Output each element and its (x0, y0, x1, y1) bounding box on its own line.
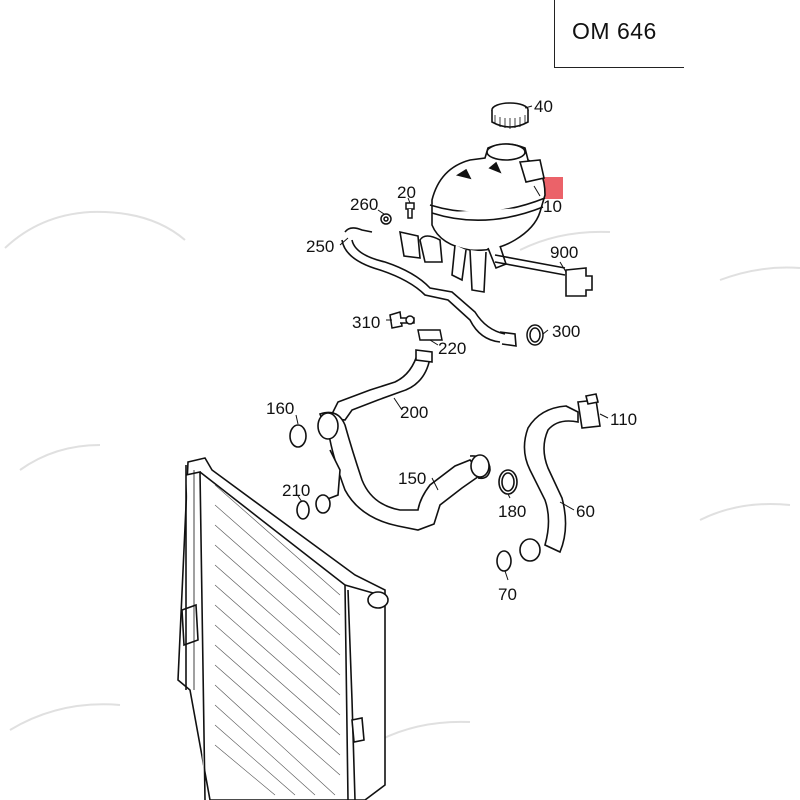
hose-150 (315, 411, 491, 531)
callout-10: 10 (543, 197, 562, 216)
clamp-300 (526, 324, 544, 346)
washer-260 (380, 213, 392, 225)
bracket-900 (565, 267, 593, 297)
callout-900: 900 (550, 243, 579, 262)
engine-code-label: OM 646 (572, 18, 657, 44)
callout-310: 310 (352, 313, 381, 332)
hose-60 (519, 405, 579, 562)
callout-70: 70 (498, 585, 517, 604)
callout-40: 40 (534, 97, 553, 116)
seal-ring-210 (296, 500, 310, 520)
clamp-220 (417, 329, 443, 341)
callout-160: 160 (266, 399, 295, 418)
callout-220: 220 (438, 339, 467, 358)
radiator-core-fins (214, 484, 341, 796)
callout-110: 110 (610, 410, 638, 429)
cap-40 (491, 102, 529, 129)
hose-250 (341, 227, 517, 347)
watermark-logos (4, 210, 800, 741)
callout-200: 200 (400, 403, 429, 422)
callout-250: 250 (306, 237, 335, 256)
callout-20: 20 (397, 183, 416, 202)
clamp-180 (498, 469, 518, 495)
callout-260: 260 (350, 195, 379, 214)
hose-200 (328, 349, 433, 421)
callout-210: 210 (282, 481, 311, 500)
callout-60: 60 (576, 502, 595, 521)
leader-lines (295, 105, 609, 581)
bolt-310 (389, 311, 415, 329)
screw-20 (405, 202, 415, 219)
callout-150: 150 (398, 469, 427, 488)
seal-ring-70 (496, 550, 512, 572)
engine-code-frame (554, 0, 684, 68)
radiator (177, 457, 389, 800)
seal-ring-160 (289, 424, 307, 448)
expansion-tank (399, 143, 566, 293)
callout-180: 180 (498, 502, 527, 521)
clamp-110 (577, 393, 601, 429)
callout-300: 300 (552, 322, 581, 341)
